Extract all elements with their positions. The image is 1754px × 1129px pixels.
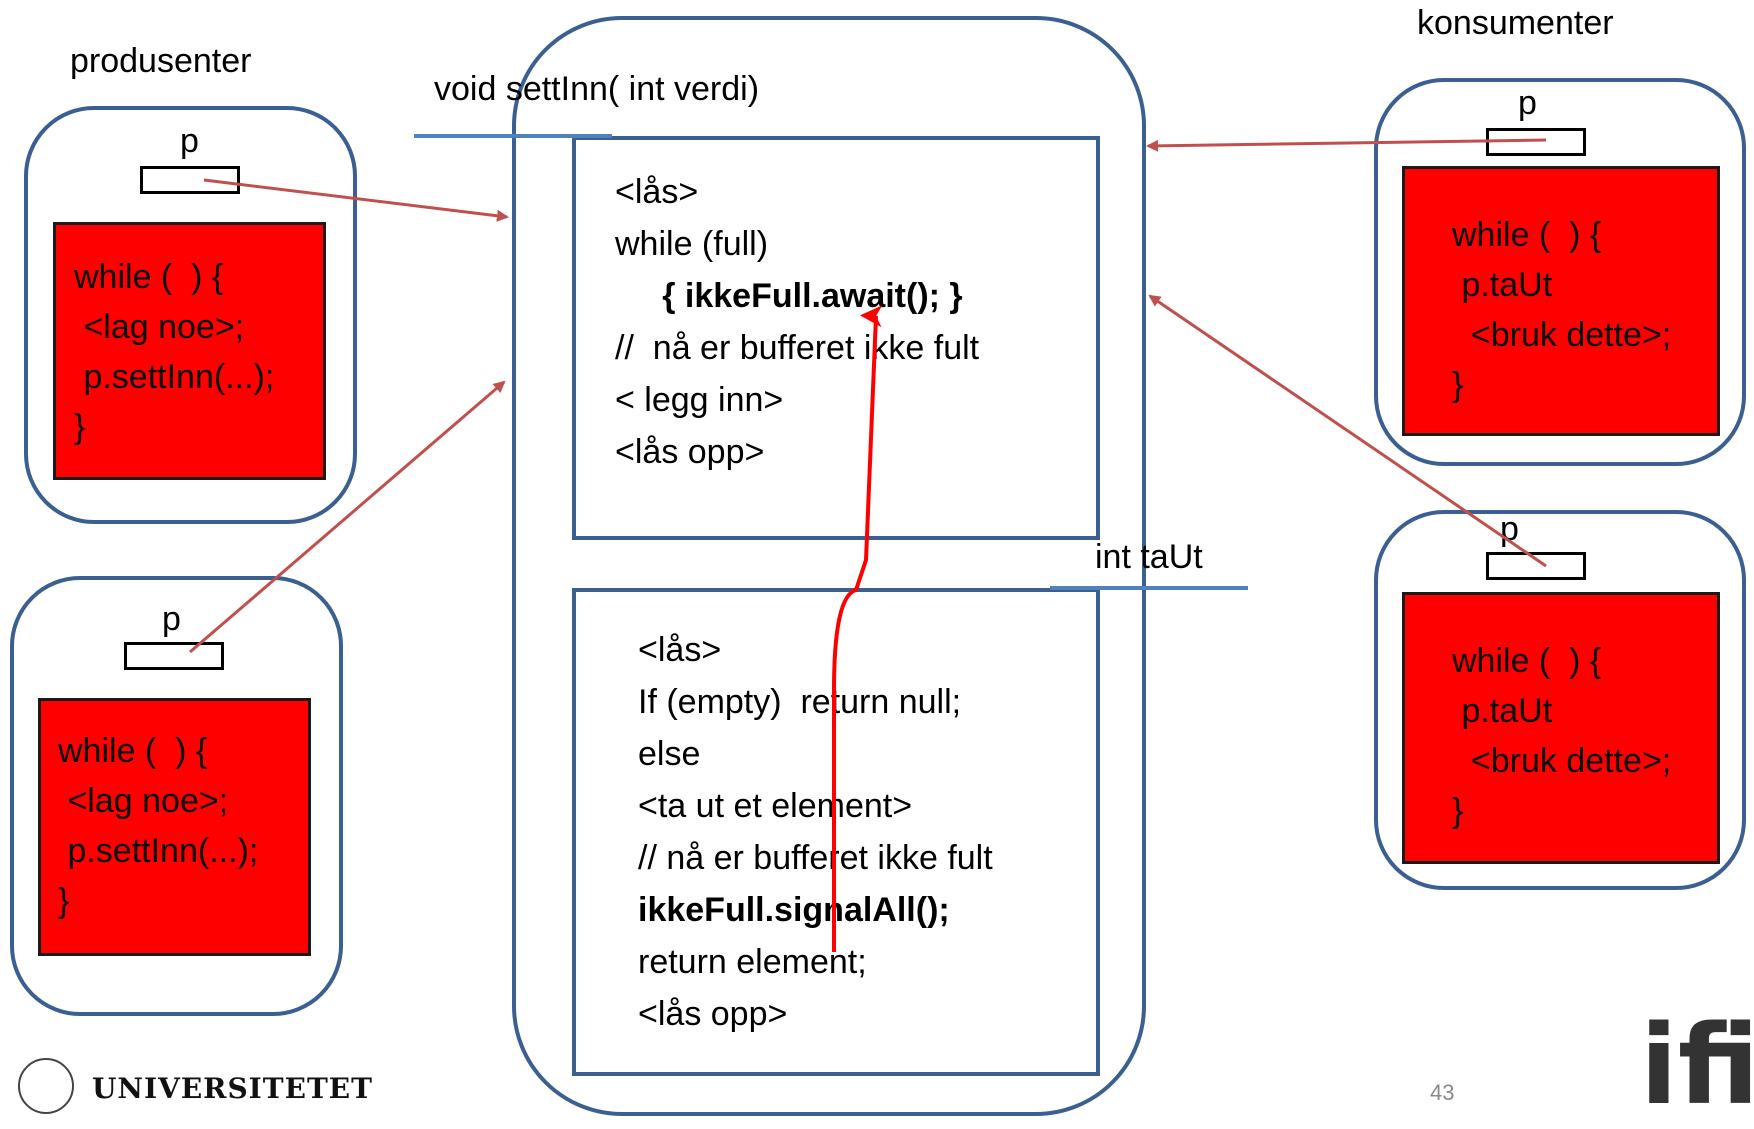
producer-2-line-1: while ( ) {	[58, 732, 208, 770]
settinn-line-6: <lås opp>	[615, 433, 765, 471]
ifi-logo: ifi	[1640, 1001, 1754, 1129]
producer-2-line-4: }	[58, 882, 70, 920]
producer-1-p-label: p	[180, 122, 199, 160]
taut-code: <lås> If (empty) return null; else <ta u…	[638, 624, 993, 1040]
taut-line-5: // nå er bufferet ikke fult	[638, 839, 993, 877]
taut-method-box	[572, 588, 1100, 1076]
producer-2-line-3: p.settInn(...);	[58, 832, 259, 870]
producer-1-code: while ( ) { <lag noe>; p.settInn(...); }	[74, 252, 274, 452]
consumer-2-line-3: <bruk dette>;	[1452, 742, 1672, 780]
consumer-2-p-reference	[1486, 552, 1586, 580]
consumer-1-line-2: p.taUt	[1452, 266, 1553, 304]
university-seal-icon	[18, 1058, 74, 1114]
consumer-1-line-4: }	[1452, 366, 1464, 404]
settinn-code: <lås> while (full) { ikkeFull.await(); }…	[615, 166, 979, 478]
consumer-1-call-arrow	[1146, 138, 1547, 152]
producer-2-line-2: <lag noe>;	[58, 782, 229, 820]
taut-line-3: else	[638, 735, 701, 773]
settinn-signature: void settInn( int verdi)	[434, 70, 760, 108]
producer-1-line-2: <lag noe>;	[74, 308, 245, 346]
producer-2-call-arrow	[189, 380, 506, 654]
taut-line-4: <ta ut et element>	[638, 787, 913, 825]
settinn-method-box	[572, 136, 1100, 540]
consumer-2-code: while ( ) { p.taUt <bruk dette>; }	[1452, 636, 1671, 836]
producer-1-line-3: p.settInn(...);	[74, 358, 275, 396]
consumer-1-code-block	[1402, 166, 1720, 436]
consumer-2-line-4: }	[1452, 792, 1464, 830]
consumer-2-code-block	[1402, 592, 1720, 864]
taut-line-8: <lås opp>	[638, 995, 788, 1033]
slide-number: 43	[1430, 1080, 1455, 1105]
consumers-label: konsumenter	[1417, 4, 1614, 42]
producer-1-p-reference	[140, 166, 240, 194]
producer-1-call-arrow	[203, 178, 509, 222]
taut-line-7: return element;	[638, 943, 867, 981]
taut-line-1: <lås>	[638, 631, 722, 669]
monitor-box	[512, 16, 1146, 1116]
consumer-2-call-arrow	[1148, 294, 1547, 568]
producer-2-code: while ( ) { <lag noe>; p.settInn(...); }	[58, 726, 258, 926]
producer-2-code-block	[38, 698, 311, 956]
consumer-1-line-1: while ( ) {	[1452, 216, 1602, 254]
producer-1-line-1: while ( ) {	[74, 258, 224, 296]
producer-1-line-4: }	[74, 408, 86, 446]
settinn-line-1: <lås>	[615, 173, 699, 211]
taut-line-6: ikkeFull.signalAll();	[638, 891, 950, 929]
taut-signature: int taUt	[1095, 538, 1203, 576]
university-name: UNIVERSITETET	[92, 1072, 373, 1105]
taut-line-2: If (empty) return null;	[638, 683, 962, 721]
settinn-line-2: while (full)	[615, 225, 769, 263]
diagram-connectors	[189, 134, 1547, 952]
consumer-1-p-label: p	[1518, 84, 1537, 122]
producer-1-code-block	[53, 222, 326, 480]
consumer-1-code: while ( ) { p.taUt <bruk dette>; }	[1452, 210, 1671, 410]
signal-all-wakeup-arrow	[832, 305, 883, 952]
consumer-2-line-2: p.taUt	[1452, 692, 1553, 730]
producer-2-p-label: p	[162, 600, 181, 638]
consumer-2-line-1: while ( ) {	[1452, 642, 1602, 680]
producers-label: produsenter	[70, 42, 252, 80]
settinn-line-4: // nå er bufferet ikke fult	[615, 329, 980, 367]
producer-2-p-reference	[124, 642, 224, 670]
settinn-line-3: { ikkeFull.await(); }	[615, 277, 963, 315]
consumer-1-line-3: <bruk dette>;	[1452, 316, 1672, 354]
settinn-line-5: < legg inn>	[615, 381, 784, 419]
